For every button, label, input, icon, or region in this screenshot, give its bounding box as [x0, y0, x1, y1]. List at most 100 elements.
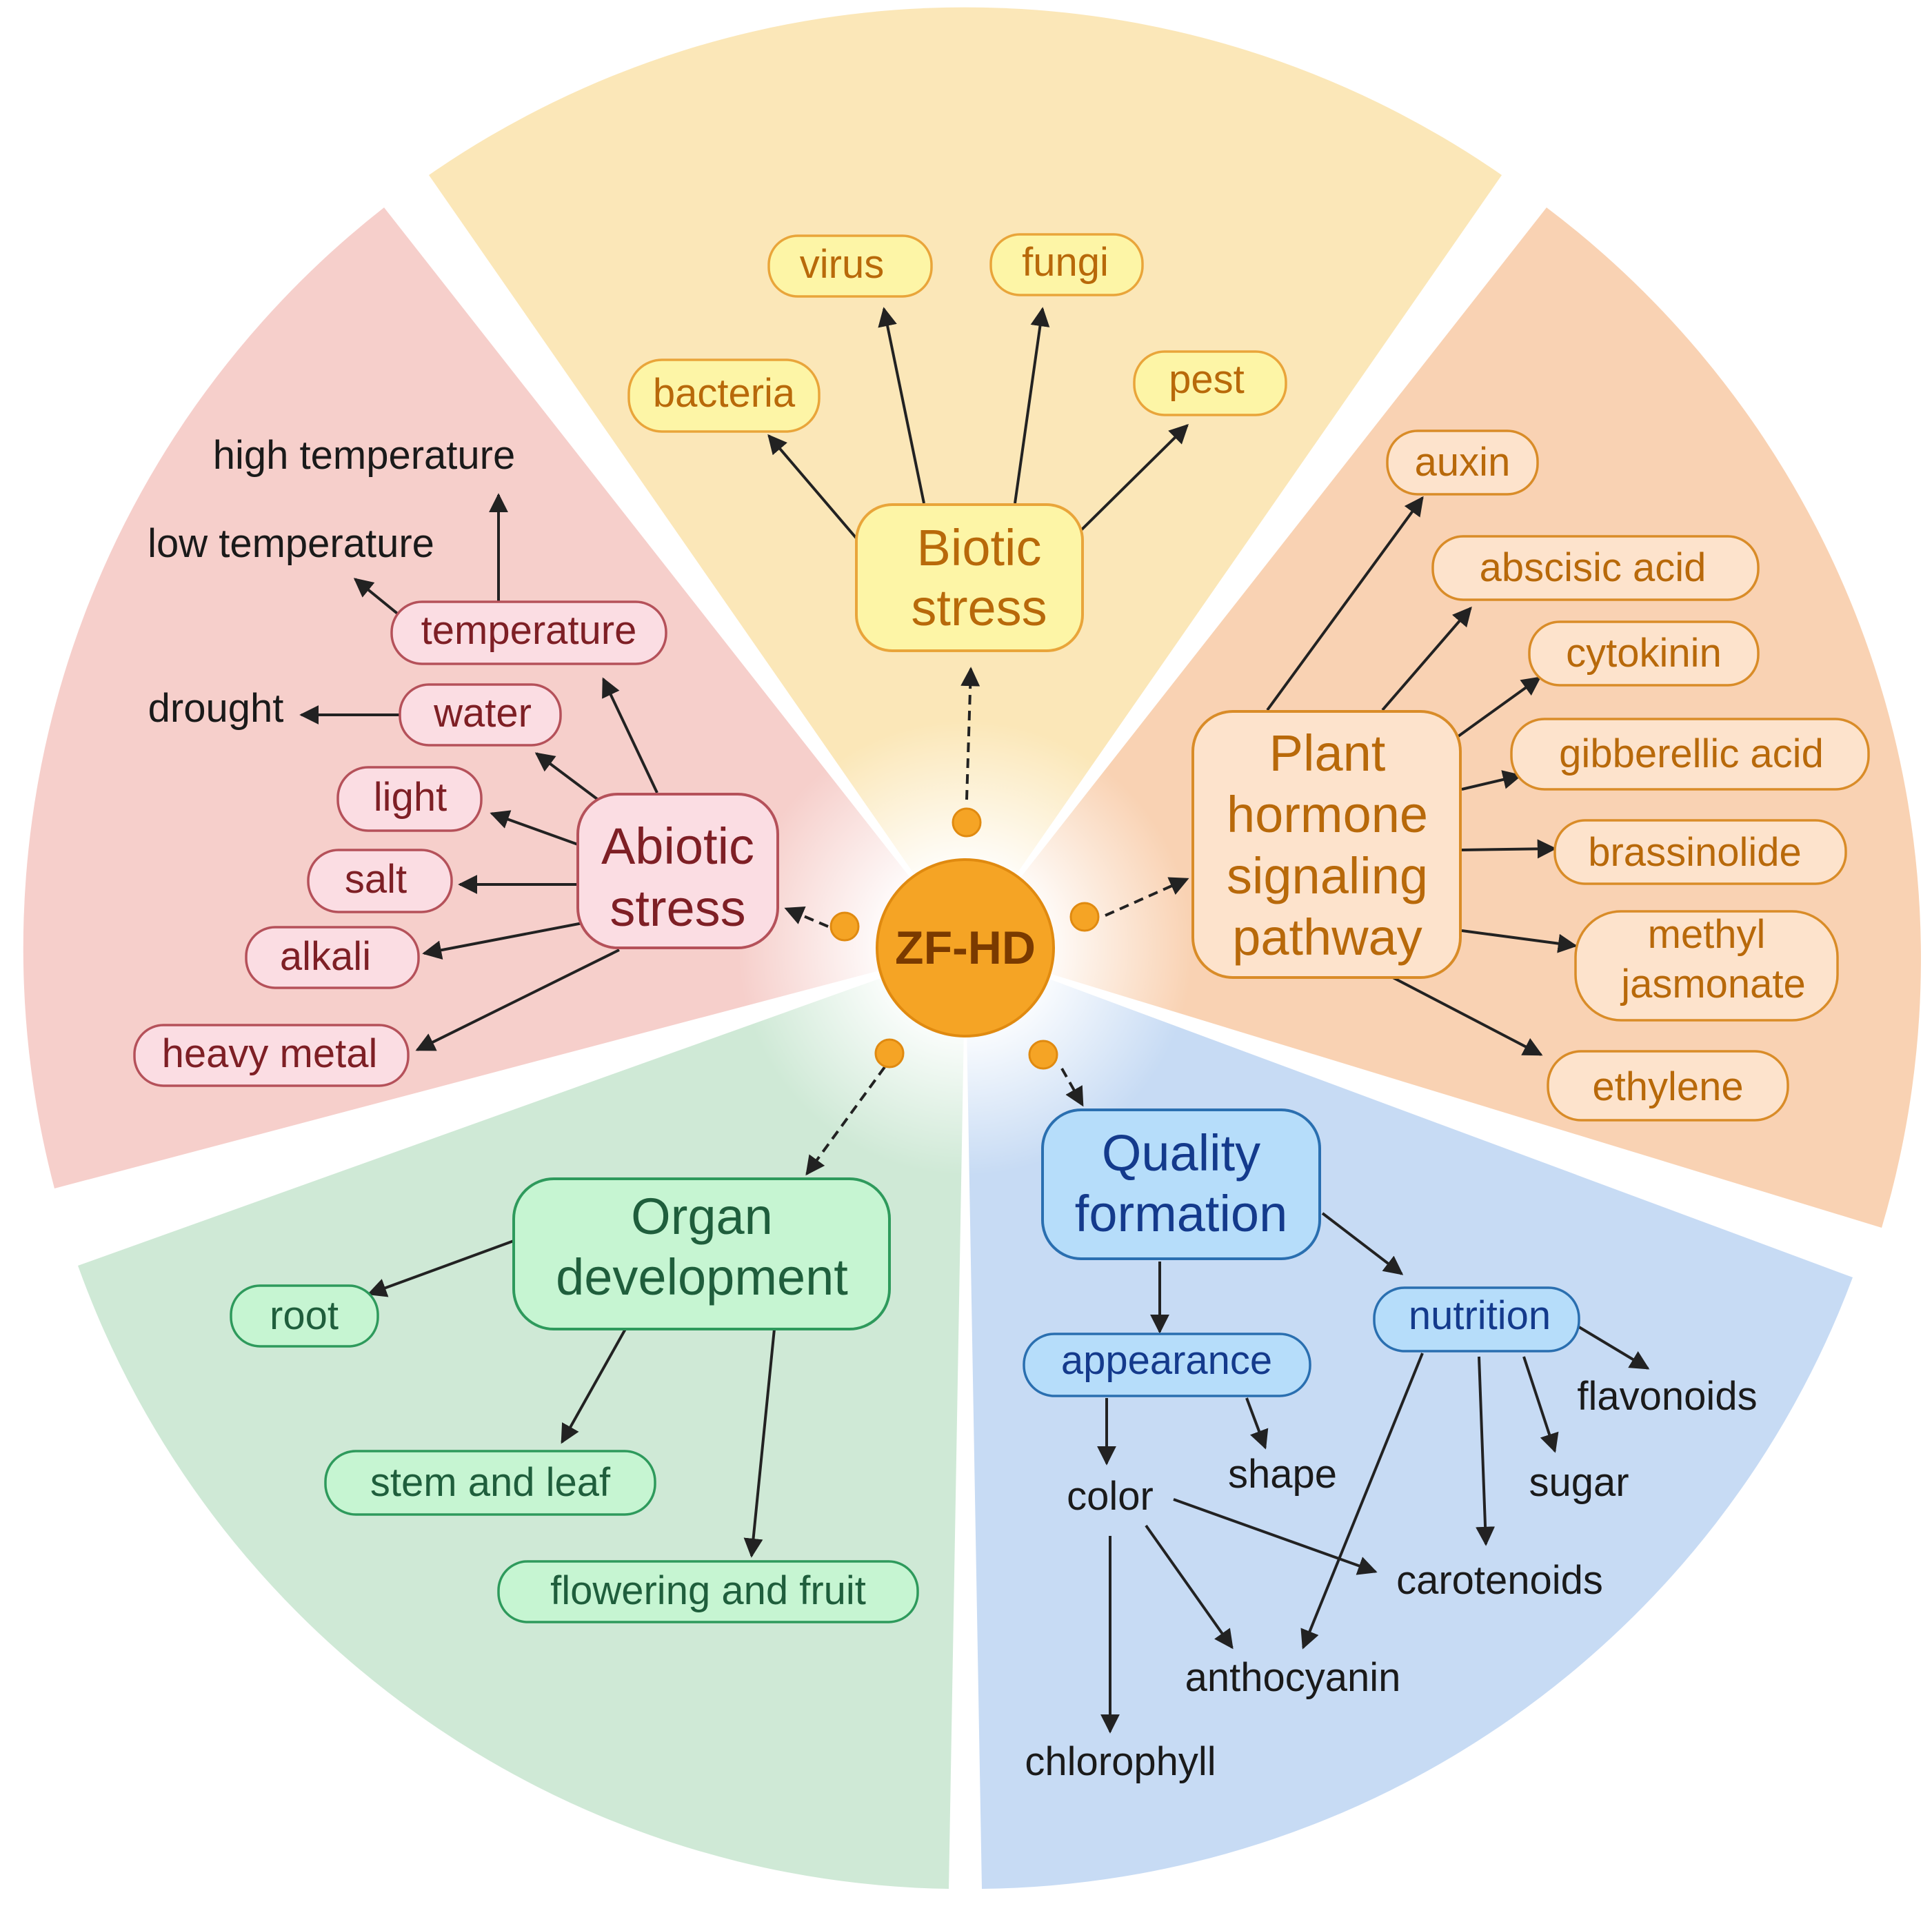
dot-organ: [874, 1038, 905, 1069]
hormone-item-cytokinin: cytokinin: [1566, 631, 1722, 676]
quality-leaf-sugar: sugar: [1529, 1460, 1629, 1505]
hormone-arrows: [1266, 496, 1578, 1056]
quality-leaf-chlorophyll: chlorophyll: [1025, 1739, 1216, 1784]
arrow-organ-root: [367, 1239, 514, 1297]
center-connectors: [784, 667, 1189, 1176]
hormone-item-brassinolide: brassinolide: [1588, 830, 1802, 875]
abiotic-leaf-drought: drought: [148, 686, 284, 731]
arrow-hormone-methyl: [1461, 929, 1578, 953]
organ-hub-line2: development: [556, 1248, 848, 1306]
abiotic-item-salt: salt: [345, 857, 407, 902]
abiotic-item-heavy-box: [133, 1024, 410, 1087]
arrow-biotic-fungi: [1014, 307, 1050, 504]
arrow-nutrition-anthocyanin: [1300, 1353, 1424, 1650]
arrow-abiotic-temperature: [602, 677, 658, 793]
hormone-hub-line1: Plant: [1269, 725, 1386, 782]
organ-item-flowering-box: [497, 1560, 919, 1623]
quality-arrows: [1097, 1212, 1650, 1734]
quality-group: Quality formation appearance nutrition c…: [1023, 1108, 1758, 1784]
hormone-item-ethylene: ethylene: [1592, 1064, 1743, 1109]
biotic-item-virus: virus: [800, 242, 884, 287]
sector-biotic: [429, 7, 1502, 949]
hormone-item-ethylene-box: [1547, 1050, 1789, 1122]
abiotic-item-alkali-box: [245, 926, 420, 989]
quality-sub-appearance: appearance: [1061, 1338, 1272, 1383]
organ-group: Organ development root stem and leaf flo…: [230, 1177, 919, 1623]
biotic-arrows: [767, 307, 1189, 540]
biotic-item-fungi: fungi: [1022, 240, 1109, 285]
hormone-item-gibberellic-box: [1510, 718, 1870, 791]
abiotic-item-water: water: [433, 691, 532, 736]
quality-sub-nutrition: nutrition: [1409, 1293, 1551, 1338]
hormone-hub-box: [1191, 710, 1462, 979]
arrow-hormone-gibberellic: [1461, 770, 1522, 791]
quality-leaf-anthocyanin: anthocyanin: [1185, 1655, 1401, 1700]
connector-dots: [829, 807, 1100, 1070]
abiotic-item-alkali: alkali: [280, 934, 371, 979]
biotic-hub-line1: Biotic: [917, 519, 1042, 576]
organ-item-stem-box: [324, 1450, 656, 1516]
dot-abiotic: [829, 911, 860, 942]
quality-sub-appearance-box: [1023, 1333, 1311, 1397]
hormone-hub-line4: pathway: [1232, 909, 1422, 966]
arrow-temperature-low: [353, 578, 401, 617]
abiotic-item-light-box: [336, 766, 483, 832]
organ-item-root: root: [270, 1293, 339, 1338]
arrow-organ-flowering: [743, 1328, 776, 1558]
connector-biotic: [960, 667, 980, 800]
hormone-item-methyl-line2: jasmonate: [1620, 962, 1806, 1006]
arrow-biotic-bacteria: [767, 434, 858, 540]
arrow-abiotic-light: [490, 810, 578, 846]
biotic-hub-line2: stress: [911, 579, 1047, 636]
arrow-biotic-virus: [878, 307, 925, 504]
connector-abiotic: [784, 907, 829, 928]
abiotic-item-light: light: [374, 775, 447, 820]
hormone-group: Plant hormone signaling pathway auxin ab…: [1191, 429, 1870, 1122]
abiotic-leaf-low-temperature: low temperature: [148, 521, 434, 566]
center-label: ZF-HD: [895, 922, 1036, 974]
arrow-nutrition-carotenoids: [1476, 1356, 1496, 1546]
hormone-item-gibberellic: gibberellic acid: [1559, 731, 1824, 776]
arrow-hormone-ethylene: [1392, 976, 1543, 1056]
abiotic-hub-box: [576, 793, 779, 949]
quality-hub-line1: Quality: [1102, 1124, 1260, 1182]
biotic-item-pest-box: [1133, 350, 1287, 416]
arrow-abiotic-water: [534, 752, 601, 802]
arrow-biotic-pest: [1078, 424, 1189, 534]
quality-hub-box: [1041, 1108, 1321, 1260]
abiotic-hub-line1: Abiotic: [601, 818, 754, 875]
arrow-color-anthocyanin: [1145, 1524, 1234, 1650]
organ-hub-line1: Organ: [631, 1188, 773, 1245]
abiotic-arrows: [299, 493, 658, 1051]
dot-hormone: [1069, 902, 1100, 932]
hormone-item-auxin: auxin: [1415, 440, 1511, 485]
connector-organ: [805, 1066, 886, 1176]
organ-item-stem: stem and leaf: [370, 1460, 611, 1505]
abiotic-leaf-high-temperature: high temperature: [213, 433, 515, 478]
center-node: ZF-HD: [876, 858, 1055, 1037]
arrow-abiotic-heavy: [415, 949, 620, 1051]
abiotic-item-heavy: heavy metal: [162, 1031, 378, 1076]
quality-leaf-shape: shape: [1228, 1452, 1337, 1497]
arrow-color-carotenoids: [1173, 1498, 1378, 1575]
quality-sub-nutrition-box: [1373, 1286, 1580, 1353]
arrow-hormone-brassinolide: [1461, 839, 1557, 859]
biotic-item-bacteria-box: [627, 358, 821, 433]
biotic-item-fungi-box: [989, 233, 1144, 296]
center-circle: [876, 858, 1055, 1037]
abiotic-item-water-box: [399, 683, 562, 747]
arrow-hormone-cytokinin: [1457, 676, 1542, 738]
organ-item-flowering: flowering and fruit: [550, 1568, 866, 1613]
hormone-item-methyl-line1: methyl: [1648, 912, 1766, 957]
quality-leaf-color: color: [1067, 1474, 1154, 1519]
dot-quality: [1028, 1040, 1058, 1070]
biotic-group: Biotic stress bacteria virus fungi pest: [627, 233, 1287, 652]
quality-hub-line2: formation: [1075, 1185, 1287, 1242]
arrow-appearance-shape: [1245, 1397, 1269, 1450]
connector-quality: [1060, 1068, 1084, 1107]
organ-item-root-box: [230, 1284, 379, 1348]
abiotic-item-salt-box: [307, 849, 453, 913]
quality-leaf-carotenoids: carotenoids: [1396, 1558, 1603, 1603]
organ-arrows: [367, 1239, 776, 1558]
organ-hub-box: [512, 1177, 891, 1330]
